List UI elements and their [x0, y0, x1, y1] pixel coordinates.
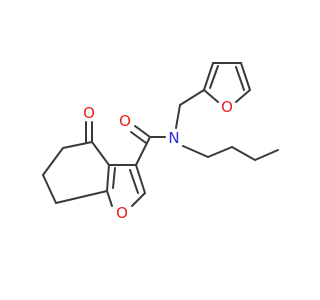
n-substituents: [175, 89, 279, 161]
butyl-bond-4: [254, 149, 279, 161]
amide-ring-bond: [135, 136, 151, 166]
amide-oxygen-label: O: [119, 112, 131, 130]
amide-group: [130, 125, 166, 166]
furan-ring: [203, 62, 251, 103]
amide-carbonyl-bond: [134, 125, 151, 138]
n-ch2-bond: [175, 104, 181, 129]
structure-drawing: O O N O O: [42, 62, 279, 222]
butyl-bond-2: [207, 146, 233, 158]
ketone-oxygen-label: O: [83, 104, 95, 122]
butyl-bond-3: [231, 146, 256, 161]
benzofuranone-rings: [42, 121, 146, 207]
butyl-bond-1: [182, 145, 209, 158]
nitrogen-label: N: [168, 129, 179, 147]
furan-oxygen-label: O: [221, 98, 233, 116]
benzofuran-oxygen-label: O: [116, 204, 128, 222]
molecule-canvas: O O N O O: [42, 62, 279, 222]
ch2-furan-bond: [179, 89, 205, 106]
